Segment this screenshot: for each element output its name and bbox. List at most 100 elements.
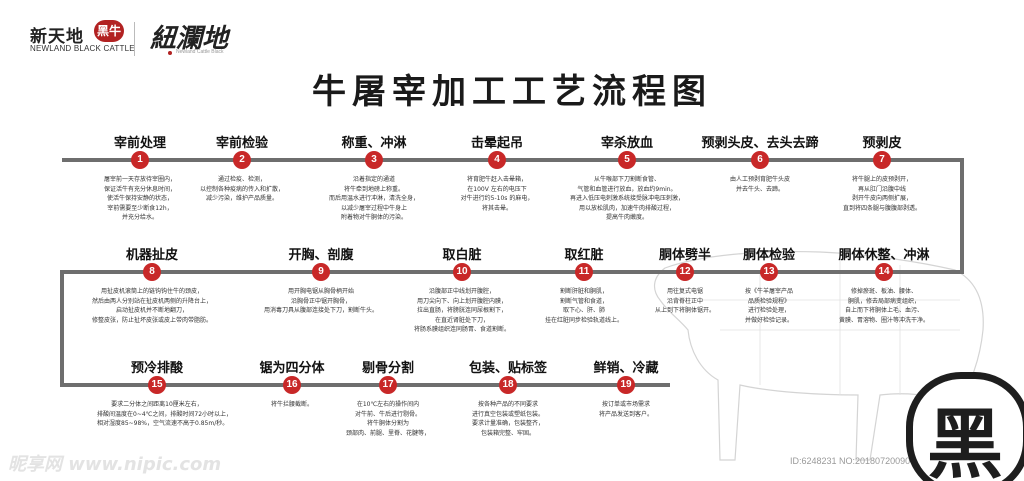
step-description: 屠宰前一天存放待宰圈内，保证活牛有充分休息时间，使活牛保持安静的状态，宰前需要至…	[80, 175, 200, 223]
brand-name: 新天地	[30, 27, 84, 47]
step-number-badge: 12	[676, 263, 694, 281]
step-description: 通过检疫、检测， 以控制各种疫病的传入和扩散， 减少污染，维护产品质量。	[182, 175, 302, 204]
step-description-line: 启动扯皮机并不断地翻刀，	[115, 307, 188, 314]
step-title: 宰杀放血	[600, 136, 653, 151]
step-description-line: 通过检疫、检测，	[217, 176, 266, 183]
step-description-line: 将牛牵到地磅上称重。	[343, 185, 404, 193]
step-description-line: 自上而下将胴体上毛、血污、	[844, 307, 923, 314]
step-number-badge: 4	[488, 151, 506, 169]
brand-stamp: 黑	[906, 372, 1024, 481]
step-description: 将牛腿上的皮预剥开，再从肛门沿腹中线剥开牛皮向两侧扩展，直到将四条腿与腹腹部剥透…	[822, 175, 942, 213]
step-description-line: 品质检验规程》	[747, 297, 790, 305]
step-description-line: 直到将四条腿与腹腹部剥透。	[842, 204, 921, 212]
step-description-line: 从上到下将胴体锯开。	[654, 307, 715, 314]
step-description-line: 剥开牛皮向两侧扩展，	[851, 195, 912, 202]
step-description-line: 对牛前、牛后进行剔骨。	[354, 410, 421, 418]
step-description-line: 用以放松肌肉，加速牛肉排酸过程，	[578, 204, 675, 212]
step-description-line: 修整皮张，防止扯坏皮张或皮上带肉带脂肪。	[92, 316, 213, 324]
step-description-line: 修掉瘀斑、板油、腰体、	[850, 288, 917, 295]
step-description-line: 用刀尖向下、向上划开腹腔内膜，	[416, 297, 507, 305]
brand-divider	[134, 22, 135, 56]
step-description-line: 用开胸电锯从胸骨柄开始	[287, 288, 354, 295]
step-title: 取红脏	[564, 248, 604, 263]
step-description: 用扯皮机滚筒上的链钩钩住牛的颈皮，然后由两人分别站在扯皮机两侧的升降台上，启动扯…	[92, 287, 212, 325]
brand-script-sub: Newland Cattle Black	[176, 49, 224, 55]
step-title: 胴体检验	[742, 248, 795, 263]
step-description-line: 再从肛门沿腹中线	[857, 185, 906, 193]
step-description-line: 黄膜、胃溶物、圈汁等冲洗干净。	[838, 316, 929, 324]
stamp-character: 黑	[927, 400, 1003, 481]
step-description: 用往复式电锯沿背脊柱正中从上到下将胴体锯开。	[625, 287, 745, 316]
step-description-line: 将产品发送到客户。	[598, 410, 653, 418]
step-description: 从牛喉部下刀割断食管、气管和血管进行放血，放血约9min。再进入低压电刺激系统接…	[567, 175, 687, 223]
step-number-badge: 18	[499, 376, 517, 394]
brand-badge: 黑牛	[94, 20, 124, 42]
step-description-line: 将肠系膜组织连同肠胃、食道割断。	[413, 326, 510, 333]
step-title: 预剥皮	[862, 136, 902, 151]
step-description: 在10℃左右的操作间内对牛前、牛后进行剔骨。将牛胴体分割为颈部肉、前腿、里脊、花…	[328, 400, 448, 438]
step-description: 沿着指定的通道将牛牵到地磅上称重。而后用温水进行冲淋，清洗全身，以减少屠宰过程中…	[314, 175, 434, 223]
brand-dot	[168, 51, 172, 55]
step-number-badge: 19	[617, 376, 635, 394]
step-title: 预剥头皮、去头去蹄	[701, 136, 819, 151]
step-description-line: 减少污染，维护产品质量。	[205, 195, 278, 202]
step-title: 鲜销、冷藏	[593, 361, 659, 376]
step-number-badge: 15	[148, 376, 166, 394]
step-number-badge: 13	[760, 263, 778, 281]
watermark-text: 昵享网 www.nipic.com	[8, 454, 222, 475]
step-title: 击晕起吊	[470, 136, 523, 151]
step-description-line: 要求计量准确，包装整齐，	[471, 420, 544, 427]
step-number-badge: 5	[618, 151, 636, 169]
step-description: 将育肥牛赶入击晕箱，在100V 左右的电压下对牛进行约5-10s 的麻电，将其击…	[437, 175, 557, 213]
step-description-line: 用消毒刀具从腹部连接处下刀，割断牛头。	[263, 307, 378, 314]
step-description-line: 在直近肾脏处下刀，	[434, 316, 489, 324]
brand-script-logo: 紐瀾地	[150, 24, 229, 54]
step-description-line: 用扯皮机滚筒上的链钩钩住牛的颈皮，	[100, 288, 203, 295]
step-description-line: 沿胸骨正中锯开胸骨，	[290, 297, 351, 305]
step-description: 要求二分体之间距离10厘米左右，排酸间温度在0~4℃之间，排酸时间72小时以上，…	[97, 400, 232, 429]
step-description-line: 挂在红脏同步检验轨道线上。	[544, 316, 623, 324]
step-description-line: 将牛拦腰截断。	[270, 401, 313, 408]
step-description-line: 进行检验处理，	[747, 307, 790, 314]
step-description: 按订单或市场需求将产品发送到客户。	[566, 400, 686, 419]
step-title: 胴体休整、冲淋	[838, 248, 930, 263]
step-description-line: 取下心、肝、肺	[562, 307, 605, 314]
step-title: 宰前处理	[113, 136, 166, 151]
step-title: 宰前检验	[215, 136, 268, 151]
step-title: 取白脏	[442, 248, 482, 263]
step-description-line: 以控制各种疫病的传入和扩散，	[199, 185, 284, 193]
brand-english: NEWLAND BLACK CATTLE	[30, 44, 135, 53]
step-description-line: 并去牛头、去蹄。	[735, 185, 784, 193]
step-title: 锯为四分体	[259, 361, 325, 376]
step-number-badge: 3	[365, 151, 383, 169]
step-description: 由人工预剥育肥牛头皮并去牛头、去蹄。	[700, 175, 820, 194]
step-description-line: 用往复式电锯	[666, 288, 703, 295]
page-title: 牛屠宰加工工艺流程图	[312, 72, 712, 112]
step-description-line: 在100V 左右的电压下	[467, 185, 527, 193]
step-description-line: 气管和血管进行放血，放血约9min。	[577, 185, 677, 193]
step-description-line: 按《牛羊屠宰产品	[744, 288, 793, 295]
step-title: 称重、冲淋	[341, 136, 407, 151]
step-description-line: 对牛进行约5-10s 的麻电，	[460, 195, 534, 202]
step-description-line: 沿背脊柱正中	[666, 297, 703, 305]
step-description-line: 以减少屠宰过程中牛身上	[340, 204, 407, 212]
step-number-badge: 6	[751, 151, 769, 169]
step-number-badge: 10	[453, 263, 471, 281]
step-description-line: 割断气管和食道，	[559, 297, 608, 305]
step-description: 将牛拦腰截断。	[232, 400, 352, 410]
step-title: 剔骨分割	[361, 361, 414, 376]
image-id-text: ID:6248231 NO:20180720090437703027	[790, 456, 956, 466]
step-description-line: 从牛喉部下刀割断食管、	[593, 176, 660, 183]
